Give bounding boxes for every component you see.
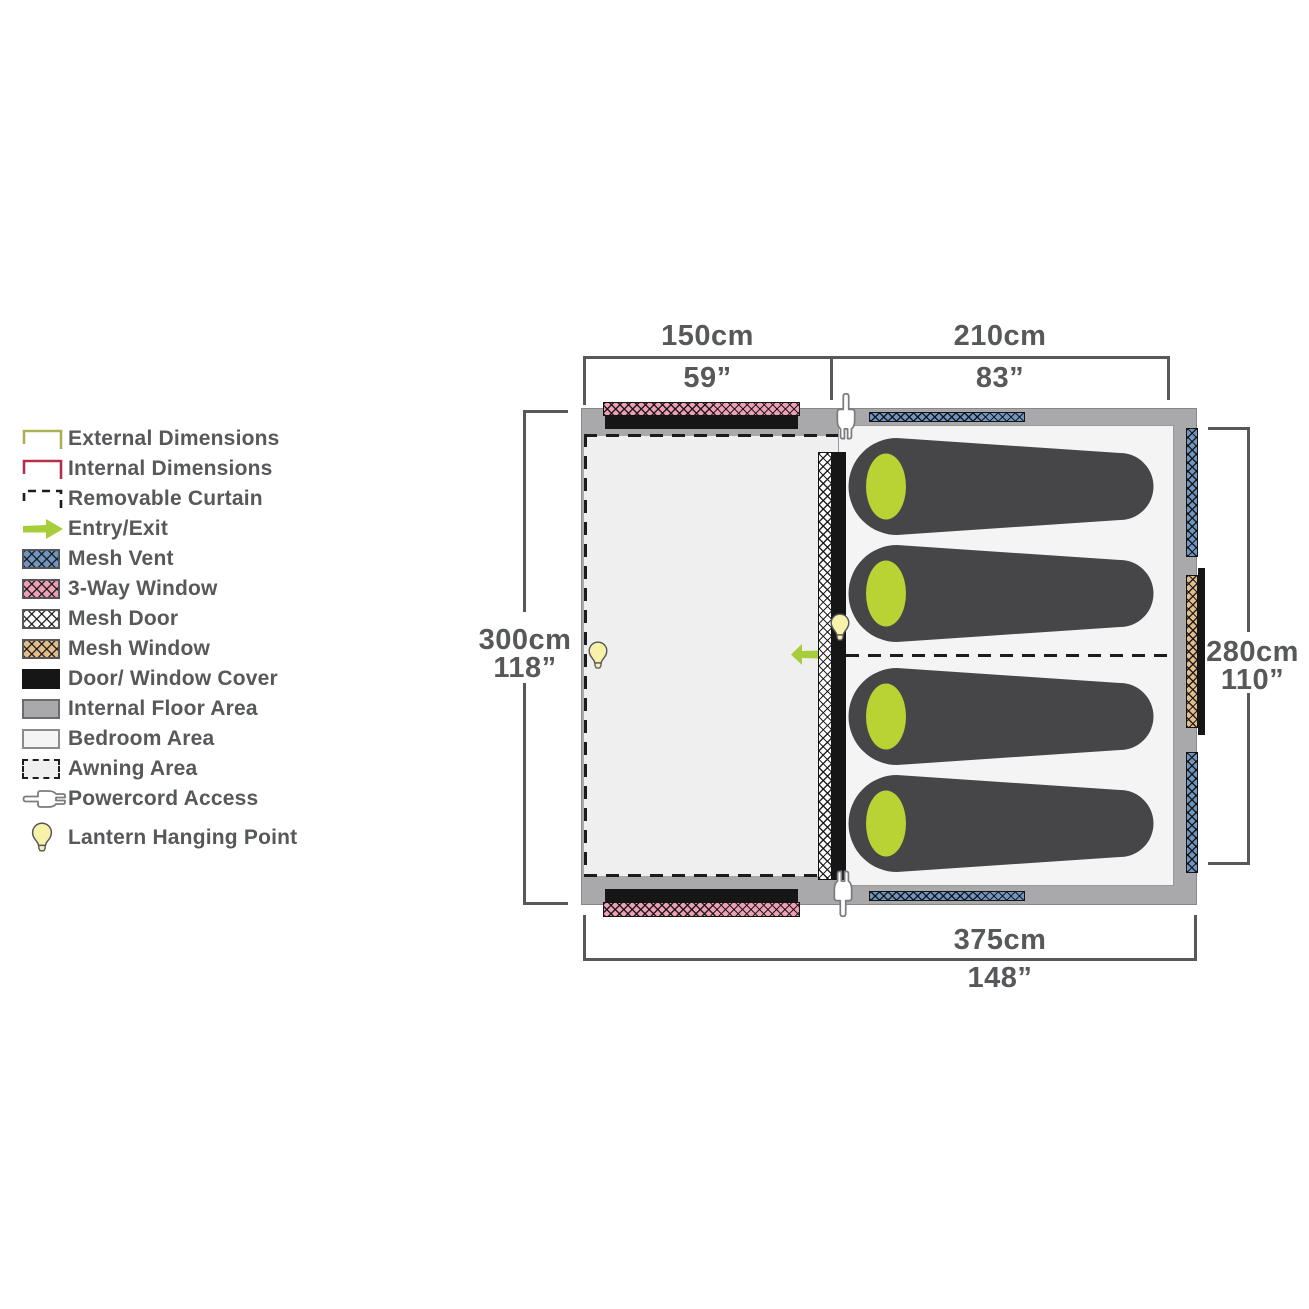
awning-dashed-border-bottom — [584, 874, 838, 877]
legend-label: Mesh Window — [68, 637, 211, 660]
door-window-cover-swatch-icon — [16, 669, 68, 689]
internal-depth-in-label: 110” — [1220, 664, 1285, 696]
lantern-hanging-point-door — [830, 613, 850, 641]
legend: External Dimensions Internal Dimensions … — [16, 424, 376, 857]
legend-item-bedroom-area: Bedroom Area — [16, 724, 376, 754]
awning-dashed-border-top — [584, 434, 838, 437]
internal-depth-bracket-upper — [1208, 427, 1250, 632]
window-cover-top — [605, 416, 798, 429]
external-dimensions-bracket-icon — [16, 427, 68, 451]
external-width-cm-label: 375cm — [953, 924, 1047, 956]
legend-label: Mesh Vent — [68, 547, 174, 570]
legend-item-internal-dimensions: Internal Dimensions — [16, 454, 376, 484]
three-way-window-bottom — [603, 902, 800, 917]
legend-label: Bedroom Area — [68, 727, 215, 750]
door-cover-strip — [832, 452, 846, 880]
pillow — [866, 683, 906, 750]
legend-item-awning-area: Awning Area — [16, 754, 376, 784]
mesh-door-strip — [818, 452, 832, 880]
internal-depth-cm-label: 280cm — [1206, 636, 1299, 668]
legend-item-internal-floor-area: Internal Floor Area — [16, 694, 376, 724]
awning-width-in-label: 59” — [683, 362, 732, 394]
legend-item-external-dimensions: External Dimensions — [16, 424, 376, 454]
legend-item-mesh-door: Mesh Door — [16, 604, 376, 634]
entry-exit-arrow — [791, 644, 818, 665]
awning-dashed-border-left — [584, 434, 587, 877]
legend-item-mesh-vent: Mesh Vent — [16, 544, 376, 574]
external-depth-bracket-upper — [523, 410, 568, 612]
legend-label: Internal Floor Area — [68, 697, 258, 720]
external-width-in-label: 148” — [967, 962, 1033, 994]
mesh-vent-swatch-icon — [16, 549, 68, 569]
legend-item-powercord-access: Powercord Access — [16, 784, 376, 814]
awning-width-bracket — [583, 356, 830, 405]
sleeping-bag — [848, 668, 1154, 765]
legend-label: Powercord Access — [68, 787, 259, 810]
inner-width-bracket — [830, 356, 1170, 400]
legend-item-removable-curtain: Removable Curtain — [16, 484, 376, 514]
awning-area-swatch-icon — [16, 759, 68, 779]
sleeping-bag — [848, 775, 1154, 872]
legend-item-mesh-window: Mesh Window — [16, 634, 376, 664]
mesh-window-swatch-icon — [16, 639, 68, 659]
three-way-window-swatch-icon — [16, 579, 68, 599]
external-depth-bracket-lower — [523, 683, 568, 905]
external-depth-in-label: 118” — [493, 652, 557, 684]
mesh-window-right — [1186, 575, 1198, 728]
legend-item-lantern-hanging-point: Lantern Hanging Point — [16, 819, 376, 857]
window-cover-right — [1198, 568, 1205, 735]
window-cover-bottom — [605, 889, 798, 902]
mesh-vent-bottom — [869, 891, 1025, 901]
pillow — [866, 560, 906, 627]
entry-exit-arrow-icon — [16, 517, 68, 541]
lantern-hanging-point-awning — [588, 641, 608, 669]
powercord-access-top — [833, 386, 859, 448]
bedroom-area-swatch-icon — [16, 729, 68, 749]
lantern-bulb-icon — [16, 822, 68, 854]
pillow — [866, 790, 906, 857]
legend-label: Internal Dimensions — [68, 457, 273, 480]
internal-floor-swatch-icon — [16, 699, 68, 719]
sleeping-bag — [848, 545, 1154, 642]
legend-label: External Dimensions — [68, 427, 280, 450]
inner-width-in-label: 83” — [975, 362, 1025, 394]
powercord-plug-icon — [16, 787, 68, 811]
legend-label: Door/ Window Cover — [68, 667, 278, 690]
legend-label: Lantern Hanging Point — [68, 826, 298, 849]
mesh-vent-right-bottom — [1186, 752, 1198, 873]
mesh-vent-right-top — [1186, 428, 1198, 557]
legend-label: Mesh Door — [68, 607, 179, 630]
external-width-bracket — [583, 915, 1197, 961]
mesh-vent-top — [869, 412, 1025, 422]
sleeping-bag — [848, 438, 1154, 535]
dashed-corner-icon — [16, 487, 68, 511]
internal-depth-bracket-lower — [1208, 693, 1250, 865]
legend-label: Entry/Exit — [68, 517, 169, 540]
external-depth-cm-label: 300cm — [478, 624, 572, 656]
mesh-door-swatch-icon — [16, 609, 68, 629]
legend-item-door-window-cover: Door/ Window Cover — [16, 664, 376, 694]
pillow — [866, 453, 906, 520]
legend-label: Awning Area — [68, 757, 198, 780]
legend-label: Removable Curtain — [68, 487, 263, 510]
internal-dimensions-bracket-icon — [16, 457, 68, 481]
legend-label: 3-Way Window — [68, 577, 218, 600]
inner-width-cm-label: 210cm — [953, 320, 1047, 352]
awning-width-cm-label: 150cm — [661, 320, 754, 352]
legend-item-3-way-window: 3-Way Window — [16, 574, 376, 604]
powercord-access-bottom — [830, 862, 856, 924]
three-way-window-top — [603, 402, 800, 416]
removable-curtain-line — [846, 654, 1173, 657]
legend-item-entry-exit: Entry/Exit — [16, 514, 376, 544]
